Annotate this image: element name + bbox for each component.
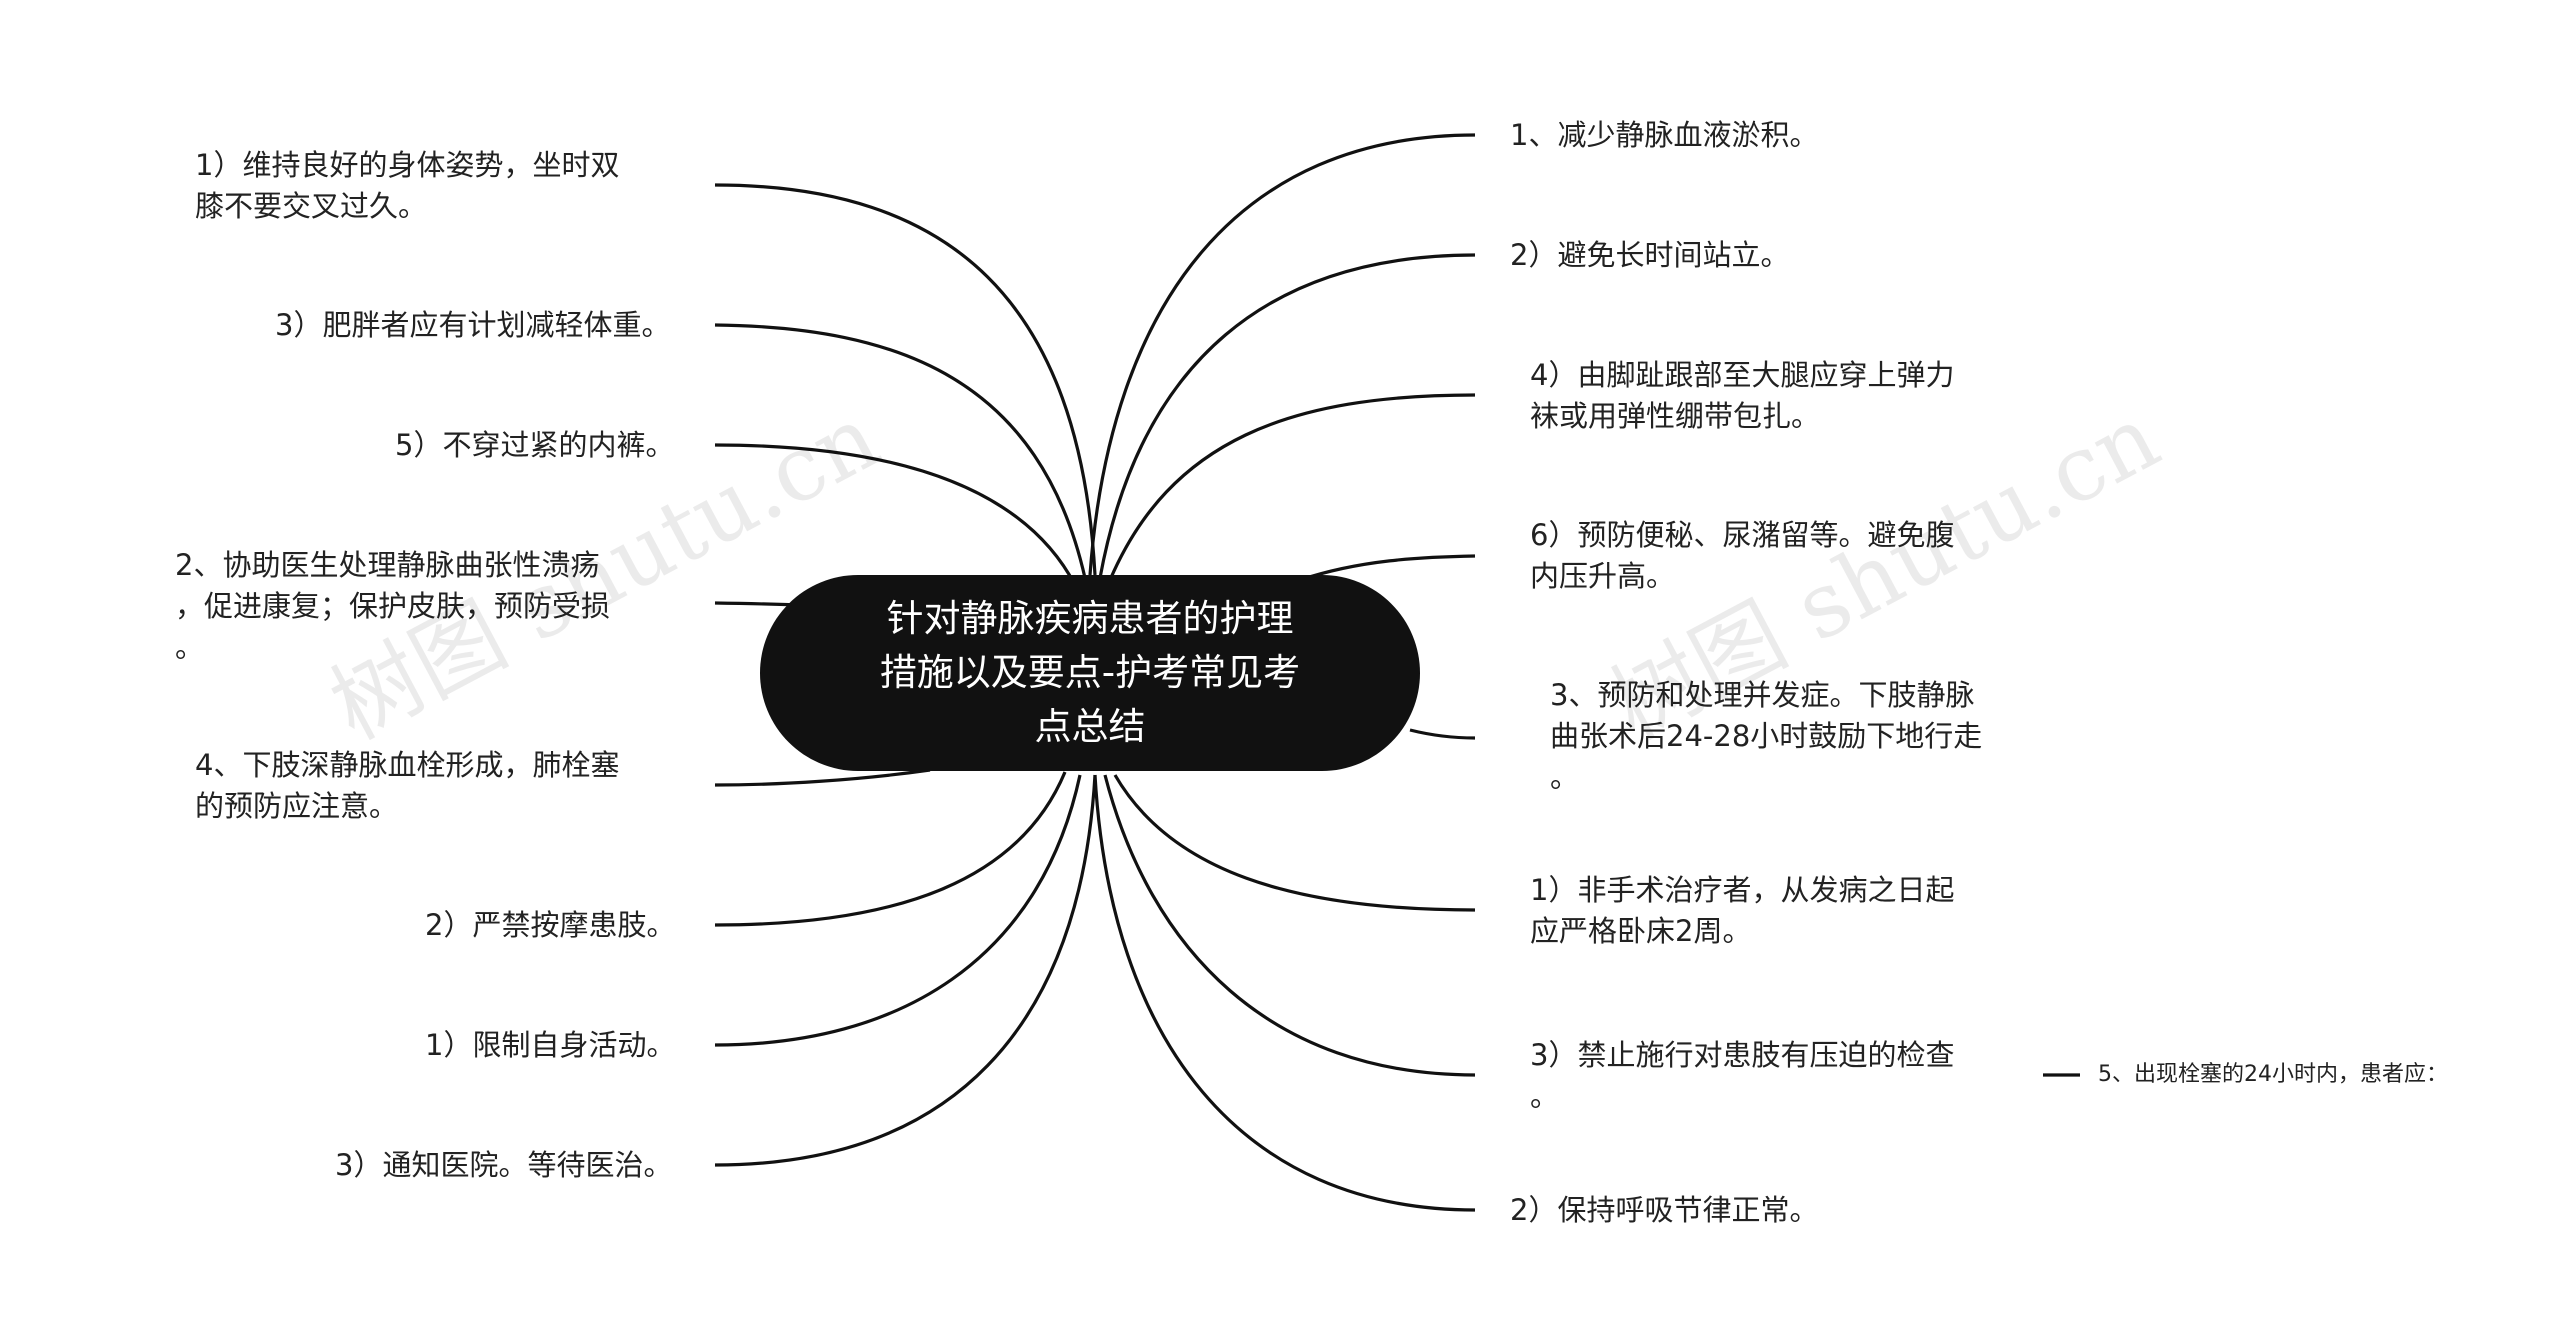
right-node-2[interactable]: 2）避免长时间站立。 [1510,235,1910,276]
node-line: 3）肥胖者应有计划减轻体重。 [275,308,671,342]
node-line: 1）维持良好的身体姿势，坐时双 [195,148,620,182]
connector-right-3 [1108,393,1476,581]
connector-right-7 [1103,774,1476,1077]
far-right-node[interactable]: 5、出现栓塞的24小时内，患者应： [2098,1060,2518,1090]
central-topic-node[interactable]: 针对静脉疾病患者的护理 措施以及要点-护考常见考 点总结 [760,575,1420,771]
right-node-5[interactable]: 3、预防和处理并发症。下肢静脉 曲张术后24-28小时鼓励下地行走 。 [1550,675,2050,798]
central-topic-line: 措施以及要点-护考常见考 [879,651,1301,694]
central-topic-line: 点总结 [1034,705,1146,748]
node-line: 袜或用弹性绷带包扎。 [1530,399,1821,433]
node-line: 。 [1530,1079,1560,1113]
connector-left-8 [714,774,1097,1167]
connector-right-8 [1093,774,1476,1212]
connector-left-7 [714,774,1082,1047]
left-node-4[interactable]: 2、协助医生处理静脉曲张性溃疡 ，促进康复；保护皮肤，预防受损 。 [175,545,675,668]
connector-left-3 [714,443,1077,586]
node-line: 。 [1550,760,1580,794]
left-node-6[interactable]: 2）严禁按摩患肢。 [425,905,705,946]
node-line: 2、协助医生处理静脉曲张性溃疡 [175,548,600,582]
connector-left-2 [714,323,1087,579]
node-line: 5）不穿过紧的内裤。 [395,428,675,462]
node-line: 3、预防和处理并发症。下肢静脉 [1550,678,1975,712]
node-line: 1）限制自身活动。 [425,1028,676,1062]
node-line: 4、下肢深静脉血栓形成，肺栓塞 [195,748,620,782]
connector-right-6 [1113,774,1476,912]
node-line: 5、出现栓塞的24小时内，患者应： [2098,1062,2448,1087]
connector-right-2 [1098,253,1476,579]
connector-left-5 [714,768,931,787]
connector-right-1 [1088,133,1476,576]
left-node-7[interactable]: 1）限制自身活动。 [425,1025,705,1066]
node-line: 应严格卧床2周。 [1530,914,1752,948]
central-topic-title: 针对静脉疾病患者的护理 措施以及要点-护考常见考 点总结 [850,592,1330,754]
node-line: 1）非手术治疗者，从发病之日起 [1530,873,1955,907]
node-line: 的预防应注意。 [195,789,399,823]
right-node-6[interactable]: 1）非手术治疗者，从发病之日起 应严格卧床2周。 [1530,870,2010,952]
connector-left-1 [714,183,1097,576]
node-line: 膝不要交叉过久。 [195,189,428,223]
node-line: 2）严禁按摩患肢。 [425,908,676,942]
connector-right-5 [1409,728,1476,740]
node-line: 6）预防便秘、尿潴留等。避免腹 [1530,518,1955,552]
central-topic-line: 针对静脉疾病患者的护理 [886,597,1294,640]
node-line: 曲张术后24-28小时鼓励下地行走 [1550,719,1983,753]
node-line: 内压升高。 [1530,559,1676,593]
node-line: 4）由脚趾跟部至大腿应穿上弹力 [1530,358,1955,392]
node-line: 2）保持呼吸节律正常。 [1510,1193,1819,1227]
connector-right-4 [1299,554,1476,582]
node-line: 3）通知医院。等待医治。 [335,1148,673,1182]
right-node-4[interactable]: 6）预防便秘、尿潴留等。避免腹 内压升高。 [1530,515,2010,597]
node-line: 1、减少静脉血液淤积。 [1510,118,1819,152]
node-line: 。 [175,630,205,664]
right-node-8[interactable]: 2）保持呼吸节律正常。 [1510,1190,1910,1231]
right-node-7[interactable]: 3）禁止施行对患肢有压迫的检查 。 [1530,1035,2010,1117]
right-node-3[interactable]: 4）由脚趾跟部至大腿应穿上弹力 袜或用弹性绷带包扎。 [1530,355,2010,437]
node-line: 2）避免长时间站立。 [1510,238,1790,272]
node-line: ，促进康复；保护皮肤，预防受损 [175,589,611,623]
left-node-8[interactable]: 3）通知医院。等待医治。 [335,1145,705,1186]
left-node-3[interactable]: 5）不穿过紧的内裤。 [395,425,695,466]
left-node-2[interactable]: 3）肥胖者应有计划减轻体重。 [275,305,705,346]
right-node-1[interactable]: 1、减少静脉血液淤积。 [1510,115,1910,156]
left-node-1[interactable]: 1）维持良好的身体姿势，坐时双 膝不要交叉过久。 [195,145,675,227]
connector-left-6 [714,771,1067,927]
left-node-5[interactable]: 4、下肢深静脉血栓形成，肺栓塞 的预防应注意。 [195,745,675,827]
node-line: 3）禁止施行对患肢有压迫的检查 [1530,1038,1955,1072]
